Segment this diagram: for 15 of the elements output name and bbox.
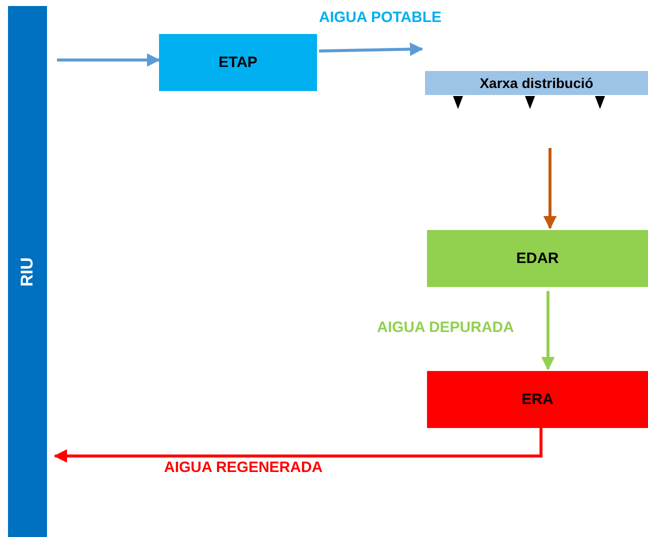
process-label: Xarxa distribució bbox=[480, 75, 594, 91]
process-label: EDAR bbox=[516, 250, 559, 267]
arrow bbox=[57, 53, 160, 67]
arrow bbox=[54, 428, 542, 463]
arrow bbox=[318, 42, 424, 56]
arrow bbox=[543, 148, 557, 230]
process-label: ETAP bbox=[218, 54, 258, 71]
process-box bbox=[427, 371, 648, 428]
process-box bbox=[427, 230, 648, 287]
arrow bbox=[541, 291, 555, 370]
river-label: RIU bbox=[18, 256, 38, 286]
process-box bbox=[159, 34, 317, 91]
process-box bbox=[425, 71, 648, 95]
process-label: ERA bbox=[522, 391, 554, 408]
river-band bbox=[8, 6, 47, 537]
